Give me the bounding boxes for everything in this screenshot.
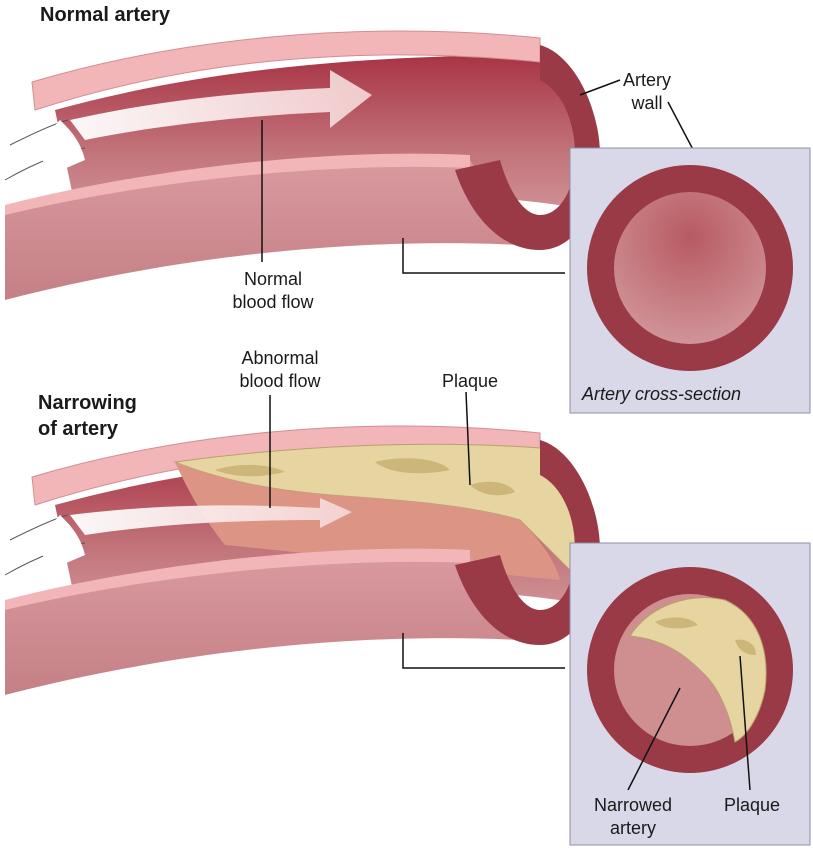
artery-wall-label-line1: Artery [622, 70, 671, 90]
normal-blood-flow-label-line2: blood flow [232, 292, 314, 312]
abnormal-blood-flow-arrow [70, 498, 352, 535]
artery-wall-label-line2: wall [631, 93, 663, 113]
plaque-leader [465, 391, 471, 486]
plaque-blotches [215, 458, 515, 496]
narrowed-artery-label: Narrowed artery [583, 794, 683, 840]
plaque-label: Plaque [441, 371, 499, 391]
plaque-inset-leader [739, 655, 751, 791]
narrowing-title-line1: Narrowing [38, 392, 137, 414]
normal-blood-flow-label: Normal blood flow [218, 268, 328, 314]
narrowing-title: Narrowing of artery [38, 390, 137, 442]
normal-artery-end-ring [455, 45, 600, 250]
cross-section-caption: Artery cross-section [582, 384, 742, 404]
top-inset-connector [402, 238, 565, 274]
cross-section-lumen-top [614, 192, 766, 344]
abnormal-blood-flow-label-line1: Abnormal [241, 348, 319, 368]
artery-wall-leader [579, 79, 621, 96]
normal-blood-flow-arrow [70, 70, 372, 140]
normal-artery-title: Normal artery [40, 4, 171, 26]
narrowed-artery-label-line1: Narrowed [593, 795, 673, 815]
abnormal-blood-flow-label: Abnormal blood flow [220, 347, 340, 393]
narrowed-artery-illustration [4, 425, 600, 695]
artery-wall-label: Artery wall [612, 69, 682, 115]
narrowing-title-line2: of artery [38, 418, 119, 440]
bottom-inset-connector [402, 633, 565, 669]
normal-artery-lower-lip [5, 153, 470, 215]
abnormal-blood-flow-label-line2: blood flow [239, 371, 321, 391]
narrowed-artery-end-ring [455, 440, 600, 645]
narrowed-artery-lower-body [5, 552, 520, 695]
narrowed-artery-label-line2: artery [609, 818, 656, 838]
plaque-inset-label: Plaque [723, 795, 781, 815]
narrowed-artery-leader [627, 687, 681, 791]
cross-section-plaque [629, 597, 767, 743]
normal-artery-illustration [4, 30, 600, 300]
narrowed-artery-lower-lip [5, 548, 470, 610]
normal-blood-flow-label-line1: Normal [243, 269, 302, 289]
